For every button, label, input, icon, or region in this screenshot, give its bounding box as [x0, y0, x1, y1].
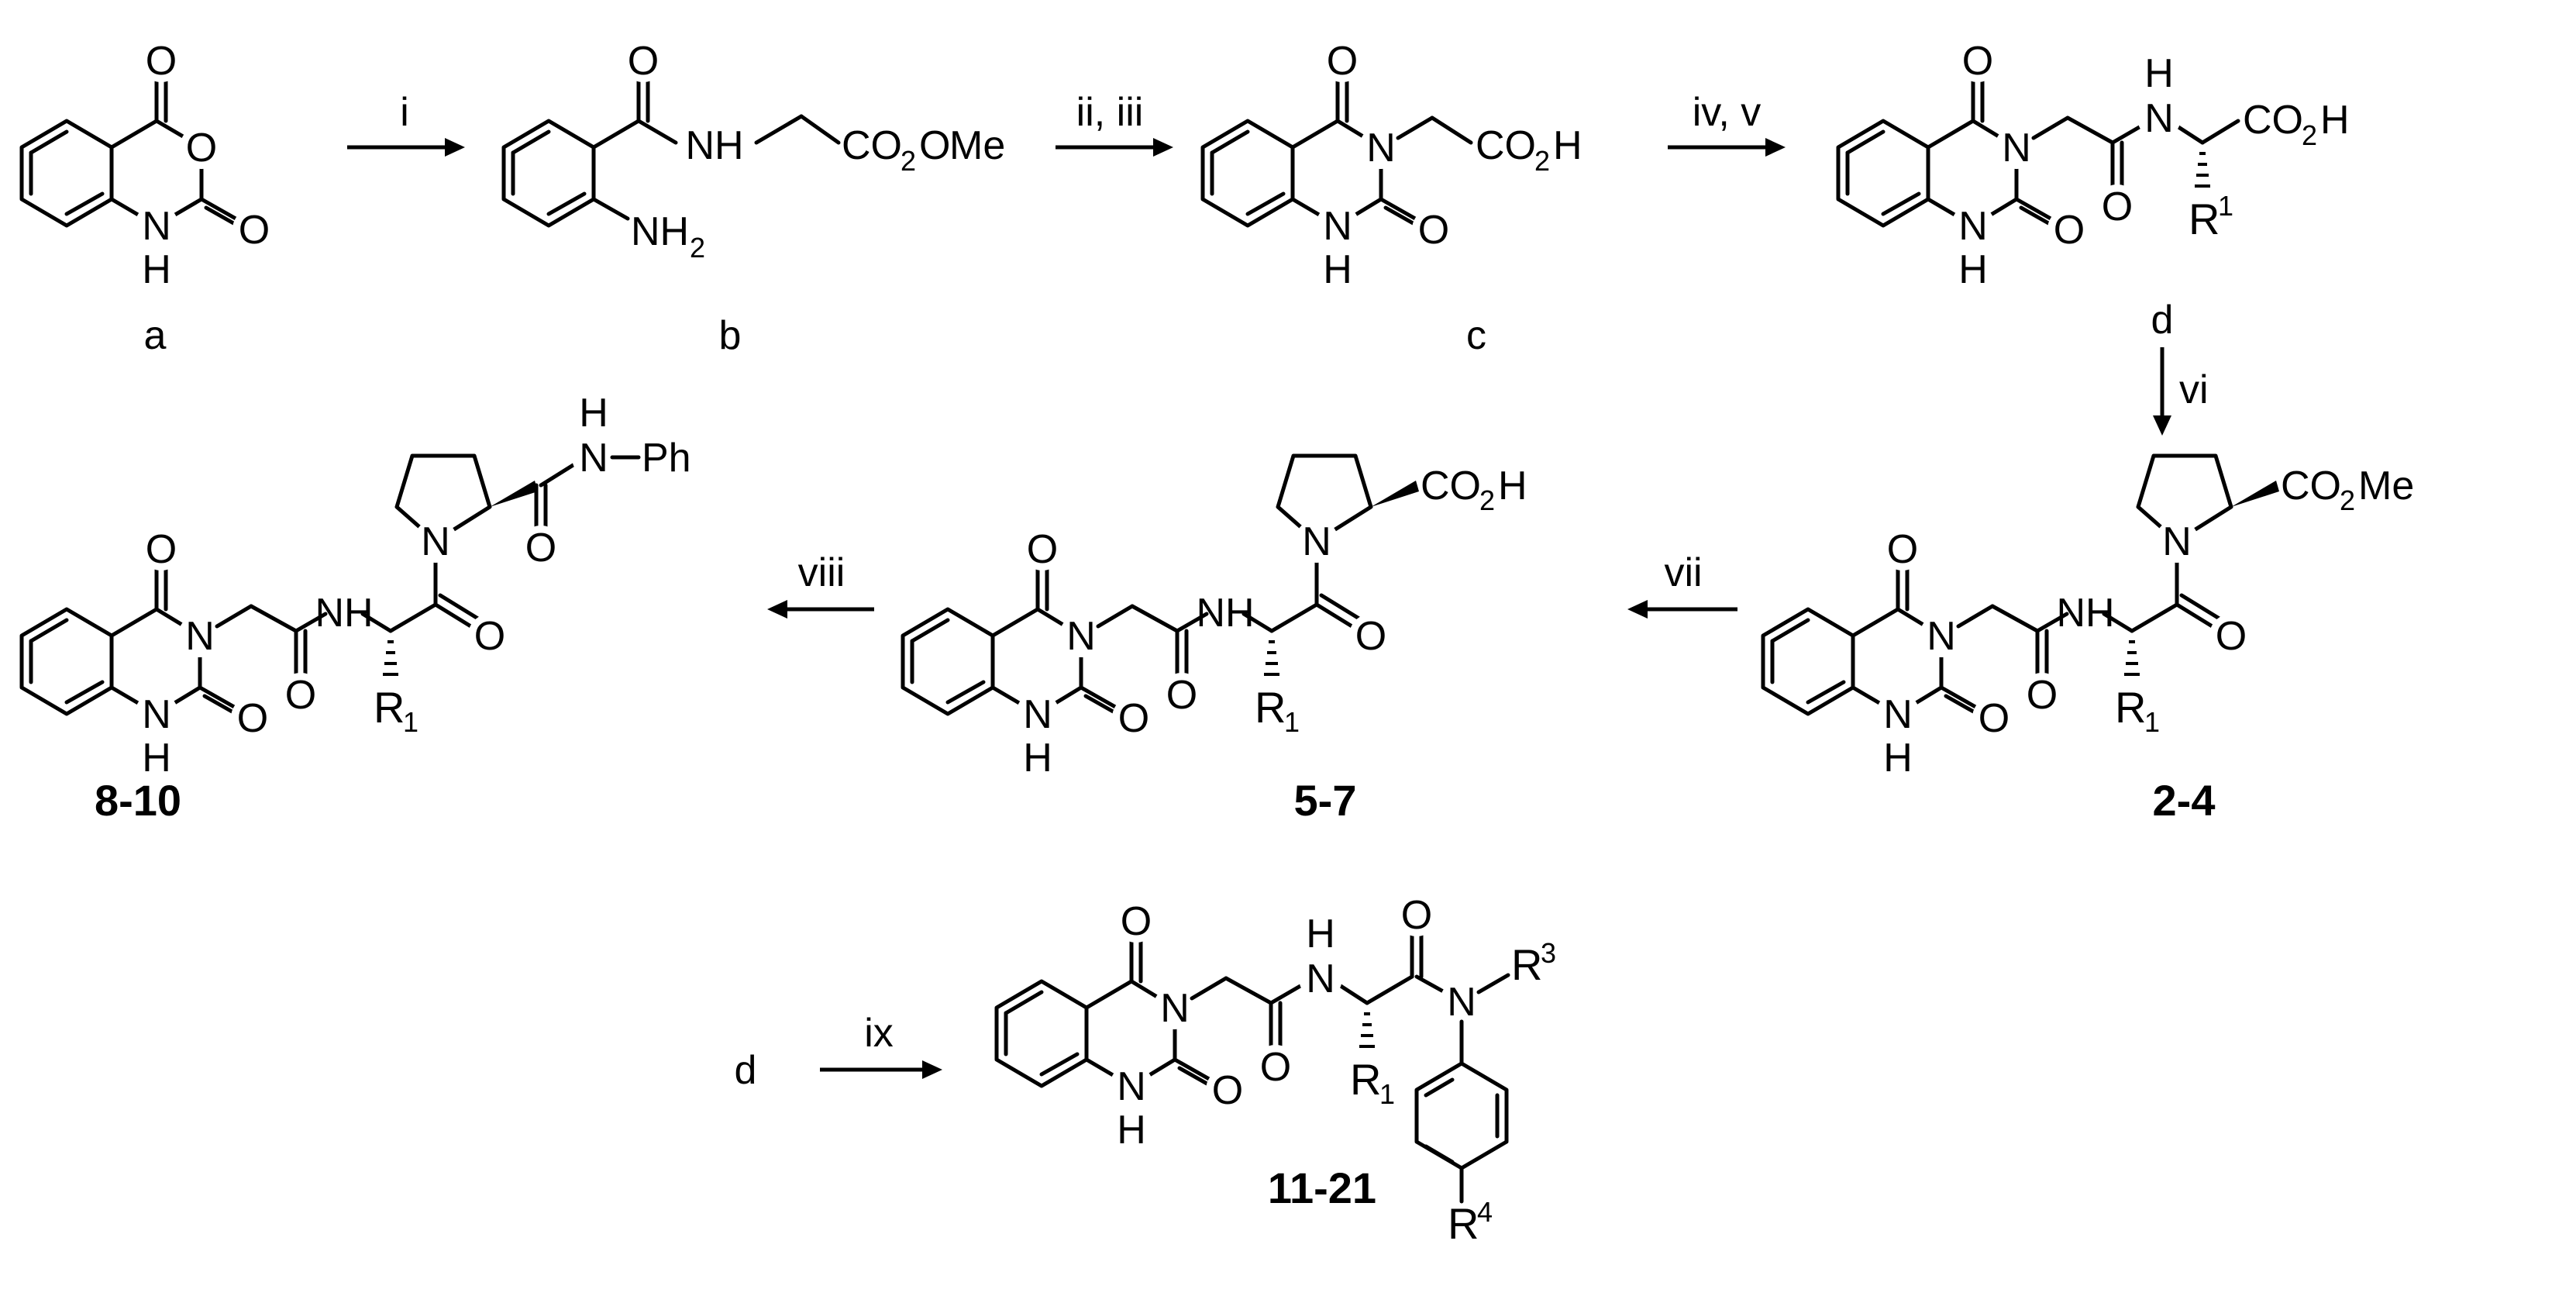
svg-text:1: 1 — [2218, 190, 2233, 222]
svg-text:1: 1 — [403, 706, 418, 738]
svg-text:2: 2 — [690, 232, 705, 264]
svg-text:viii: viii — [798, 550, 845, 595]
svg-text:2: 2 — [1479, 484, 1495, 516]
compound-5-7: NH R 1 CO 2 H — [903, 456, 1527, 781]
svg-text:1: 1 — [2144, 706, 2160, 738]
svg-text:H: H — [1498, 464, 1527, 508]
svg-text:CO: CO — [1476, 123, 1536, 168]
svg-text:CO: CO — [2281, 464, 2341, 508]
svg-text:R: R — [1255, 683, 1286, 732]
svg-text:ix: ix — [864, 1011, 894, 1056]
svg-text:CO: CO — [842, 123, 902, 168]
svg-text:3: 3 — [1541, 937, 1556, 969]
svg-text:vii: vii — [1664, 550, 1702, 595]
arrow-viii: viii — [767, 550, 874, 619]
svg-text:2: 2 — [2340, 484, 2355, 516]
compound-b: NH CO 2 O Me NH 2 — [501, 39, 1005, 264]
svg-text:R: R — [1448, 1199, 1479, 1248]
label-8-10: 8-10 — [95, 776, 181, 825]
svg-text:NH: NH — [631, 209, 689, 254]
svg-text:Me: Me — [2358, 464, 2414, 508]
svg-text:NH: NH — [1196, 591, 1254, 636]
svg-text:ii, iii: ii, iii — [1076, 90, 1144, 135]
svg-text:R: R — [2189, 195, 2220, 243]
compound-a — [19, 39, 276, 292]
svg-text:2: 2 — [1534, 145, 1550, 177]
label-2-4: 2-4 — [2153, 776, 2216, 825]
svg-text:NH: NH — [2056, 591, 2114, 636]
compound-2-4: NH R 1 CO 2 Me — [1763, 456, 2414, 781]
arrow-iv-v: iv, v — [1668, 90, 1786, 157]
svg-text:R: R — [1350, 1055, 1381, 1104]
compound-8-10: NH R 1 Ph — [22, 391, 691, 781]
arrow-i: i — [347, 90, 465, 157]
label-a: a — [144, 313, 167, 358]
svg-text:NH: NH — [315, 591, 373, 636]
label-d: d — [2151, 298, 2174, 343]
label-d-start: d — [735, 1048, 757, 1093]
arrow-vi: vi — [2153, 347, 2209, 436]
svg-text:CO: CO — [2243, 98, 2303, 143]
svg-text:R: R — [1511, 940, 1542, 989]
svg-text:H: H — [2320, 98, 2350, 143]
label-5-7: 5-7 — [1294, 776, 1357, 825]
label-c: c — [1466, 313, 1486, 358]
svg-text:vi: vi — [2179, 367, 2209, 412]
svg-text:4: 4 — [1477, 1196, 1493, 1228]
label-b: b — [719, 313, 742, 358]
svg-text:R: R — [374, 683, 405, 732]
compound-11-21: R 1 R 3 R 4 — [997, 893, 1556, 1248]
svg-text:1: 1 — [1284, 706, 1300, 738]
svg-text:2: 2 — [901, 145, 916, 177]
arrow-ix: ix — [820, 1011, 942, 1079]
svg-text:O: O — [919, 123, 950, 168]
svg-text:Me: Me — [949, 123, 1005, 168]
compound-c: CO 2 H — [1203, 39, 1582, 292]
arrow-ii-iii: ii, iii — [1056, 90, 1173, 157]
compound-d: R 1 CO 2 H — [1838, 39, 2350, 292]
svg-text:CO: CO — [1421, 464, 1481, 508]
svg-text:i: i — [400, 90, 409, 135]
svg-text:1: 1 — [1379, 1078, 1395, 1110]
svg-text:2: 2 — [2302, 119, 2317, 151]
arrow-vii: vii — [1627, 550, 1737, 619]
svg-text:iv, v: iv, v — [1693, 90, 1762, 135]
svg-text:H: H — [1553, 123, 1582, 168]
svg-text:Ph: Ph — [642, 436, 691, 481]
label-11-21: 11-21 — [1268, 1163, 1376, 1212]
svg-text:NH: NH — [685, 123, 743, 168]
svg-text:R: R — [2115, 683, 2146, 732]
